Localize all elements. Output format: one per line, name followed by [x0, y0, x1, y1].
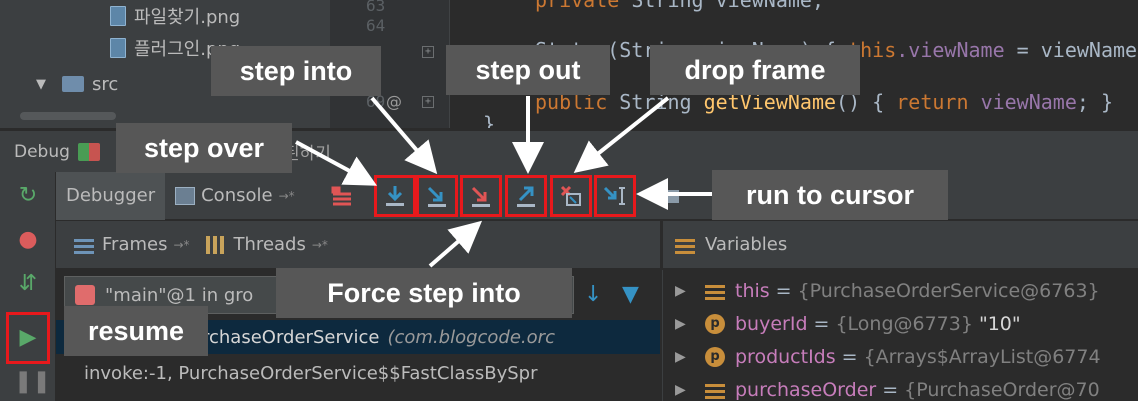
frames-panel-header: Frames →* Threads →*	[56, 221, 660, 269]
run-to-cursor-icon	[603, 186, 625, 205]
expand-arrow-icon[interactable]: ▶	[675, 348, 686, 365]
code-line: }	[483, 112, 496, 128]
drop-frame-icon	[560, 185, 581, 206]
expand-arrow-icon[interactable]: ▶	[675, 381, 686, 398]
threads-icon	[205, 235, 226, 254]
run-config-icon	[77, 142, 100, 161]
pin-tab-icon[interactable]: →*	[173, 237, 190, 252]
filter-icon[interactable]: ▼	[622, 282, 639, 307]
tab-console[interactable]: Console →*	[165, 172, 305, 220]
frame-row[interactable]: invoke:-1, PurchaseOrderService$$FastCla…	[84, 362, 538, 384]
evaluate-expression-button[interactable]	[648, 175, 690, 217]
expand-arrow-icon[interactable]: ▶	[675, 315, 686, 332]
debug-title-label: Debug	[14, 141, 70, 162]
tree-item-file[interactable]: 파일찾기.png	[110, 2, 240, 30]
resume-highlight	[6, 312, 50, 364]
code-line: private String viewName;	[535, 0, 824, 12]
restart-frames-icon[interactable]: ⇵	[18, 271, 38, 296]
pause-icon[interactable]: ❚❚	[14, 369, 51, 394]
variable-row[interactable]: ▶ p productIds = {Arrays$ArrayList@6774	[675, 345, 1101, 368]
variable-row[interactable]: ▶ purchaseOrder = {PurchaseOrder@70	[675, 378, 1100, 401]
expand-arrow-icon[interactable]: ▼	[36, 76, 46, 92]
step-over-button[interactable]	[374, 175, 416, 217]
callout-step-into: step into	[211, 46, 381, 96]
show-execution-point-button[interactable]	[322, 175, 364, 217]
frames-icon	[74, 235, 94, 254]
console-icon	[175, 186, 196, 205]
pin-tab-icon[interactable]: →*	[311, 237, 328, 252]
debug-tab-bar: Debugger Console →*	[56, 171, 1138, 220]
field-icon	[705, 281, 725, 300]
expand-arrow-icon[interactable]: ▶	[675, 282, 686, 299]
parameter-icon: p	[705, 313, 725, 334]
line-number: 64	[366, 16, 386, 35]
resume-icon[interactable]: ▶	[19, 325, 37, 350]
image-file-icon	[110, 38, 126, 58]
force-step-into-button[interactable]	[460, 175, 502, 217]
stop-icon[interactable]: ●	[18, 227, 38, 252]
callout-resume: resume	[64, 306, 208, 356]
variables-panel: ▶ this = {PurchaseOrderService@6763} ▶ p…	[662, 270, 1138, 401]
tree-item-folder[interactable]: ▼ src	[36, 70, 118, 98]
horizontal-scrollbar[interactable]	[20, 112, 116, 120]
callout-run-to-cursor: run to cursor	[712, 170, 948, 220]
force-step-into-icon	[471, 186, 490, 207]
tab-frames[interactable]: Frames →*	[66, 234, 198, 255]
field-icon	[705, 380, 725, 399]
rerun-icon[interactable]: ↻	[18, 183, 38, 208]
show-execution-point-icon	[331, 186, 351, 206]
calculator-icon	[659, 190, 679, 203]
variables-panel-header: Variables	[662, 221, 1138, 269]
debug-side-toolbar: ↻ ● ⇵ ▶ ❚❚	[0, 172, 56, 401]
callout-force-step-into: Force step into	[276, 268, 572, 318]
step-over-icon	[386, 186, 404, 206]
override-marker-icon[interactable]: @	[386, 92, 402, 111]
variable-row[interactable]: ▶ this = {PurchaseOrderService@6763}	[675, 279, 1100, 302]
tree-item-label: 파일찾기.png	[134, 7, 241, 28]
run-to-cursor-button[interactable]	[594, 175, 636, 217]
arrow-down-icon[interactable]: ↓	[584, 282, 603, 307]
step-into-button[interactable]	[416, 175, 458, 217]
pin-tab-icon[interactable]: →*	[278, 188, 295, 203]
folder-icon	[62, 76, 84, 92]
parameter-icon: p	[705, 346, 725, 367]
drop-frame-button[interactable]	[550, 175, 592, 217]
step-into-icon	[427, 186, 446, 207]
image-file-icon	[110, 6, 126, 26]
variable-row[interactable]: ▶ p buyerId = {Long@6773} "10"	[675, 312, 1021, 335]
fold-toggle-icon[interactable]: +	[422, 46, 434, 58]
callout-drop-frame: drop frame	[650, 45, 860, 95]
thread-suspended-icon	[75, 285, 95, 305]
tab-debugger[interactable]: Debugger	[56, 171, 166, 220]
callout-step-out: step out	[446, 45, 610, 95]
tab-threads[interactable]: Threads →*	[198, 234, 336, 255]
callout-step-over: step over	[116, 123, 292, 173]
line-number: 63	[366, 0, 386, 15]
step-out-button[interactable]	[505, 175, 547, 217]
step-out-icon	[517, 186, 535, 207]
variables-icon	[675, 235, 695, 254]
tree-item-label: src	[92, 73, 119, 95]
fold-toggle-icon[interactable]: +	[422, 96, 434, 108]
